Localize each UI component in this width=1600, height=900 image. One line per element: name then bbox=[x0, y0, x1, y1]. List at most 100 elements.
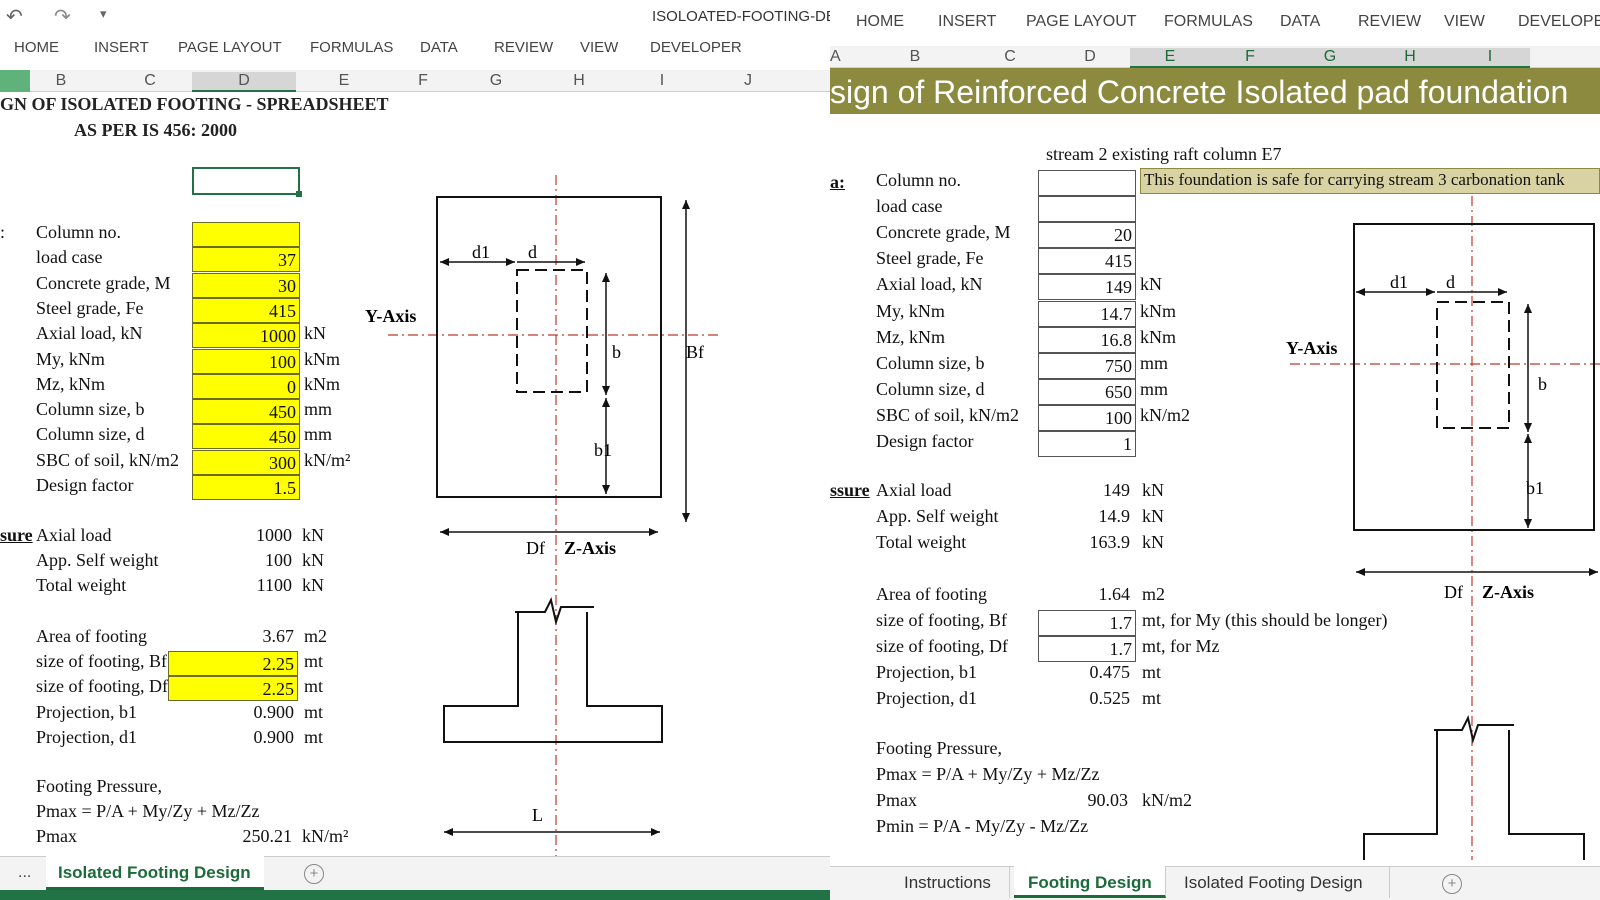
ribbon-tab[interactable]: REVIEW bbox=[1358, 13, 1422, 30]
column-header[interactable]: G bbox=[489, 72, 503, 89]
size-cell[interactable]: 2.25 bbox=[168, 676, 298, 702]
size-value[interactable]: 0.900 bbox=[253, 701, 295, 722]
input-cell[interactable]: 0 bbox=[192, 373, 300, 399]
input-cell[interactable]: 450 bbox=[192, 424, 300, 450]
sheet-overflow-button[interactable]: ... bbox=[18, 864, 32, 881]
input-cell[interactable]: 415 bbox=[192, 297, 300, 323]
input-cell[interactable]: 1.5 bbox=[192, 475, 300, 500]
ribbon-tab[interactable]: HOME bbox=[14, 39, 59, 56]
load-label: Total weight bbox=[36, 575, 127, 595]
ribbon-tab[interactable]: INSERT bbox=[94, 39, 149, 56]
input-cell[interactable]: 20 bbox=[1038, 222, 1136, 249]
size-value[interactable]: 1.64 bbox=[1098, 584, 1131, 604]
ribbon-tab[interactable]: PAGE LAYOUT bbox=[1026, 13, 1137, 30]
ribbon-tab[interactable]: PAGE LAYOUT bbox=[178, 39, 282, 56]
size-value[interactable]: 3.67 bbox=[262, 626, 295, 646]
size-value[interactable]: 0.900 bbox=[253, 726, 295, 747]
load-value[interactable]: 149 bbox=[1103, 480, 1130, 500]
input-cell[interactable]: 750 bbox=[1038, 352, 1136, 379]
ribbon-tab[interactable]: REVIEW bbox=[494, 39, 554, 56]
load-value[interactable]: 14.9 bbox=[1098, 506, 1131, 526]
size-label: Projection, d1 bbox=[876, 688, 977, 708]
input-cell[interactable]: 650 bbox=[1038, 378, 1136, 405]
select-all-corner[interactable] bbox=[0, 70, 30, 92]
ribbon-tab[interactable]: VIEW bbox=[580, 39, 619, 56]
input-cell[interactable]: 30 bbox=[192, 272, 300, 298]
input-label: load case bbox=[36, 247, 103, 268]
input-cell[interactable]: 1000 bbox=[192, 323, 300, 349]
size-cell[interactable]: 1.7 bbox=[1038, 610, 1136, 636]
ribbon-tab[interactable]: DEVELOPE bbox=[1518, 13, 1600, 30]
add-sheet-icon[interactable]: + bbox=[304, 864, 324, 884]
column-header[interactable]: B bbox=[55, 72, 67, 89]
load-value[interactable]: 100 bbox=[265, 550, 292, 570]
column-header[interactable]: E bbox=[338, 72, 350, 89]
undo-icon[interactable]: ↶ bbox=[6, 6, 23, 28]
column-header[interactable]: J bbox=[744, 72, 752, 89]
sheet-tab[interactable] bbox=[1170, 866, 1390, 898]
input-cell[interactable]: 1 bbox=[1038, 431, 1136, 457]
column-header[interactable]: F bbox=[418, 72, 428, 89]
column-header[interactable]: A bbox=[830, 48, 841, 65]
column-header[interactable]: H bbox=[573, 72, 585, 89]
input-cell[interactable]: 415 bbox=[1038, 248, 1136, 275]
size-label: Projection, b1 bbox=[36, 701, 137, 722]
column-header[interactable]: I bbox=[659, 72, 665, 89]
column-header[interactable]: E bbox=[1130, 48, 1210, 68]
size-value[interactable]: 0.525 bbox=[1089, 688, 1131, 708]
column-header[interactable]: G bbox=[1290, 48, 1370, 68]
df-label: Df bbox=[526, 538, 545, 558]
input-cell[interactable]: 300 bbox=[192, 449, 300, 475]
input-cell[interactable] bbox=[192, 222, 300, 247]
ribbon-tab[interactable]: FORMULAS bbox=[310, 39, 394, 56]
load-value[interactable]: 1100 bbox=[256, 575, 292, 595]
redo-icon[interactable]: ↷ bbox=[54, 6, 71, 28]
ribbon-tab[interactable]: HOME bbox=[856, 13, 904, 30]
input-cell[interactable]: 450 bbox=[192, 399, 300, 425]
pressure-section-marker: sure bbox=[0, 525, 33, 545]
column-header[interactable]: C bbox=[1004, 48, 1016, 65]
input-label: Steel grade, Fe bbox=[876, 248, 984, 269]
size-value[interactable]: 0.475 bbox=[1089, 662, 1131, 682]
load-value[interactable]: 1000 bbox=[256, 525, 292, 545]
fill-handle[interactable] bbox=[296, 191, 302, 197]
qat-customize-button[interactable]: ▾ bbox=[100, 6, 107, 21]
load-label: Axial load bbox=[876, 480, 952, 500]
sheet-tab[interactable] bbox=[1014, 866, 1166, 898]
ribbon-tab[interactable]: DATA bbox=[1280, 13, 1321, 30]
size-label: size of footing, Df bbox=[876, 636, 1008, 656]
footing-diagram: d1 d b b1 Bf Y-Axis Df Z-Axis L bbox=[365, 175, 722, 860]
selected-cell[interactable] bbox=[192, 167, 300, 195]
input-cell[interactable]: 100 bbox=[192, 348, 300, 374]
pmax-value[interactable]: 90.03 bbox=[1087, 790, 1129, 810]
ribbon-tab[interactable]: DEVELOPER bbox=[650, 39, 742, 56]
size-cell[interactable]: 2.25 bbox=[168, 651, 298, 677]
input-cell[interactable]: 16.8 bbox=[1038, 326, 1136, 353]
size-unit: mt bbox=[304, 676, 324, 697]
column-header[interactable]: F bbox=[1210, 48, 1290, 68]
column-header[interactable]: I bbox=[1450, 48, 1530, 68]
input-cell[interactable]: 149 bbox=[1038, 274, 1136, 301]
ribbon-tab[interactable]: FORMULAS bbox=[1164, 13, 1253, 30]
input-cell[interactable]: 37 bbox=[192, 247, 300, 273]
load-value[interactable]: 163.9 bbox=[1089, 532, 1131, 552]
column-header[interactable]: D bbox=[1084, 48, 1096, 65]
column-header[interactable]: C bbox=[144, 72, 156, 89]
input-unit: mm bbox=[1140, 352, 1169, 373]
input-cell[interactable] bbox=[1038, 196, 1136, 223]
pmax-value[interactable]: 250.21 bbox=[242, 826, 293, 846]
sheet-tab[interactable] bbox=[890, 866, 1010, 898]
size-cell[interactable]: 1.7 bbox=[1038, 636, 1136, 662]
column-header[interactable]: H bbox=[1370, 48, 1450, 68]
add-sheet-icon[interactable]: + bbox=[1442, 874, 1462, 894]
ribbon-tab[interactable]: DATA bbox=[420, 39, 458, 56]
sheet-tab-isolated-footing[interactable] bbox=[46, 856, 264, 890]
input-cell[interactable] bbox=[1038, 170, 1136, 196]
column-header[interactable]: D bbox=[192, 72, 296, 92]
input-cell[interactable]: 100 bbox=[1038, 404, 1136, 431]
ribbon-tab[interactable]: INSERT bbox=[938, 13, 997, 30]
input-cell[interactable]: 14.7 bbox=[1038, 300, 1136, 327]
ribbon-tab[interactable]: VIEW bbox=[1444, 13, 1485, 30]
input-label: Concrete grade, M bbox=[36, 272, 171, 293]
column-header[interactable]: B bbox=[909, 48, 921, 65]
